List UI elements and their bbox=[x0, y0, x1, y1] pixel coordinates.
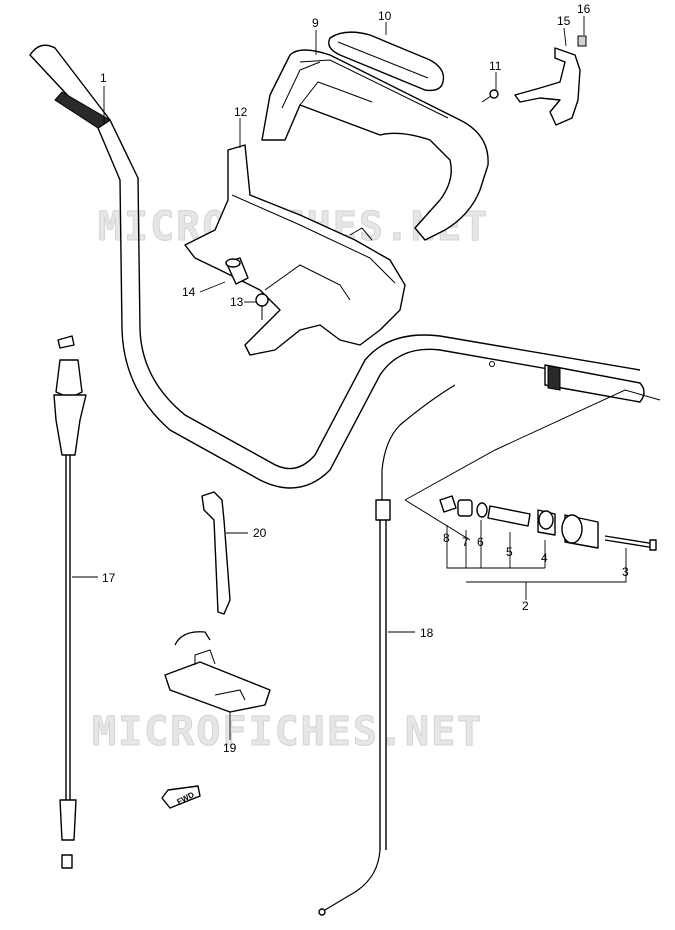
callout-4[interactable]: 4 bbox=[541, 551, 548, 565]
callout-20[interactable]: 20 bbox=[253, 526, 267, 540]
callout-5[interactable]: 5 bbox=[506, 545, 513, 559]
callout-16[interactable]: 16 bbox=[577, 2, 591, 16]
part-6 bbox=[476, 502, 488, 518]
callout-6[interactable]: 6 bbox=[477, 535, 484, 549]
meter-cover[interactable] bbox=[261, 49, 489, 241]
callout-13[interactable]: 13 bbox=[230, 295, 244, 309]
callout-8[interactable]: 8 bbox=[443, 531, 450, 545]
callout-11[interactable]: 11 bbox=[489, 59, 502, 73]
cable-tie-20[interactable] bbox=[201, 491, 231, 615]
part-5 bbox=[487, 505, 531, 527]
meter-bracket[interactable] bbox=[184, 144, 406, 356]
bracket-15[interactable] bbox=[514, 47, 581, 126]
callout-10[interactable]: 10 bbox=[378, 9, 392, 23]
collar-14[interactable] bbox=[225, 257, 249, 285]
callout-2[interactable]: 2 bbox=[522, 599, 529, 613]
callout-12[interactable]: 12 bbox=[234, 105, 248, 119]
callout-15[interactable]: 15 bbox=[557, 14, 571, 28]
callout-7[interactable]: 7 bbox=[462, 535, 469, 549]
watermark-bottom: MICROFICHES.NET bbox=[92, 709, 483, 755]
cable-18[interactable] bbox=[318, 384, 456, 916]
callout-18[interactable]: 18 bbox=[420, 626, 434, 640]
leader-lines bbox=[72, 16, 627, 740]
part-8 bbox=[439, 495, 457, 513]
callouts: 1 2 3 4 5 6 7 8 9 10 11 12 13 14 15 16 1… bbox=[100, 2, 629, 755]
callout-17[interactable]: 17 bbox=[102, 571, 116, 585]
callout-9[interactable]: 9 bbox=[312, 16, 319, 30]
holder-19[interactable] bbox=[164, 631, 271, 713]
callout-3[interactable]: 3 bbox=[622, 565, 629, 579]
callout-14[interactable]: 14 bbox=[182, 285, 196, 299]
meter-lens[interactable] bbox=[328, 31, 445, 92]
bolt-16[interactable] bbox=[577, 35, 587, 47]
throttle-cable-17[interactable] bbox=[53, 335, 87, 869]
balancer-kit[interactable] bbox=[439, 495, 657, 551]
callout-19[interactable]: 19 bbox=[223, 741, 237, 755]
bolt-13[interactable] bbox=[255, 293, 269, 320]
callout-1[interactable]: 1 bbox=[100, 71, 107, 85]
part-7 bbox=[457, 499, 473, 517]
bolt-11[interactable] bbox=[481, 89, 499, 103]
fwd-arrow-icon: FWD bbox=[161, 785, 201, 809]
